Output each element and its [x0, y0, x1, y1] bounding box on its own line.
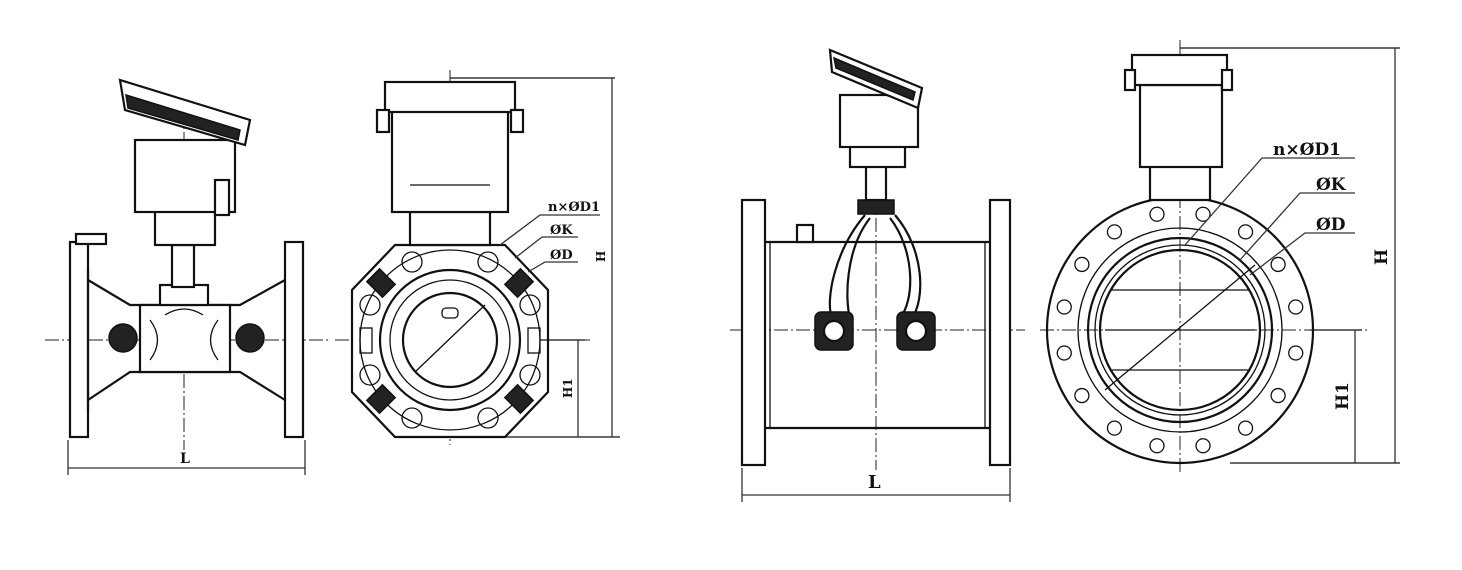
height-label: H: [594, 251, 608, 262]
bolt-hole: [1149, 438, 1165, 454]
bolt-hole: [1149, 206, 1165, 222]
bolt-holes-label: n×ØD1: [548, 200, 600, 215]
flange-diameter-label: ØD: [1316, 215, 1346, 235]
right-flange: [988, 198, 1012, 467]
bolt-hole: [1195, 438, 1211, 454]
left-flange: [740, 198, 767, 467]
bolt-hole: [1288, 345, 1304, 361]
large-flowmeter-side-view: L: [730, 48, 1025, 502]
height-label: H: [1372, 249, 1392, 265]
center-height-label: H1: [561, 378, 575, 398]
small-flowmeter-side-view: L: [45, 78, 330, 475]
flange-diameter-label: ØD: [550, 248, 573, 263]
bolt-hole: [1237, 224, 1254, 240]
large-flowmeter-end-view: n×ØD1 ØK ØD H H1: [1040, 40, 1400, 475]
small-flowmeter-end-view: n×ØD1 ØK ØD H H1: [335, 70, 620, 445]
bolt-circle-label: ØK: [550, 223, 573, 238]
bolt-hole: [1074, 387, 1090, 404]
bolt-hole: [1195, 206, 1211, 222]
right-flange: [283, 240, 305, 439]
bolt-holes: [1056, 206, 1304, 454]
length-label: L: [180, 451, 190, 467]
bolt-hole: [1056, 299, 1072, 315]
bolt-hole: [1237, 420, 1254, 436]
bolt-hole: [1074, 256, 1090, 273]
bolt-hole: [1270, 387, 1286, 404]
center-height-label: H1: [1333, 382, 1353, 410]
left-flange: [68, 240, 90, 439]
length-label: L: [868, 472, 881, 493]
bolt-hole: [1056, 345, 1072, 361]
bolt-holes-label: n×ØD1: [1273, 140, 1341, 160]
bolt-hole: [1106, 420, 1123, 436]
bolt-circle-label: ØK: [1316, 175, 1347, 195]
bolt-hole: [1288, 299, 1304, 315]
bolt-hole: [1106, 224, 1123, 240]
bolt-hole: [1270, 256, 1286, 273]
